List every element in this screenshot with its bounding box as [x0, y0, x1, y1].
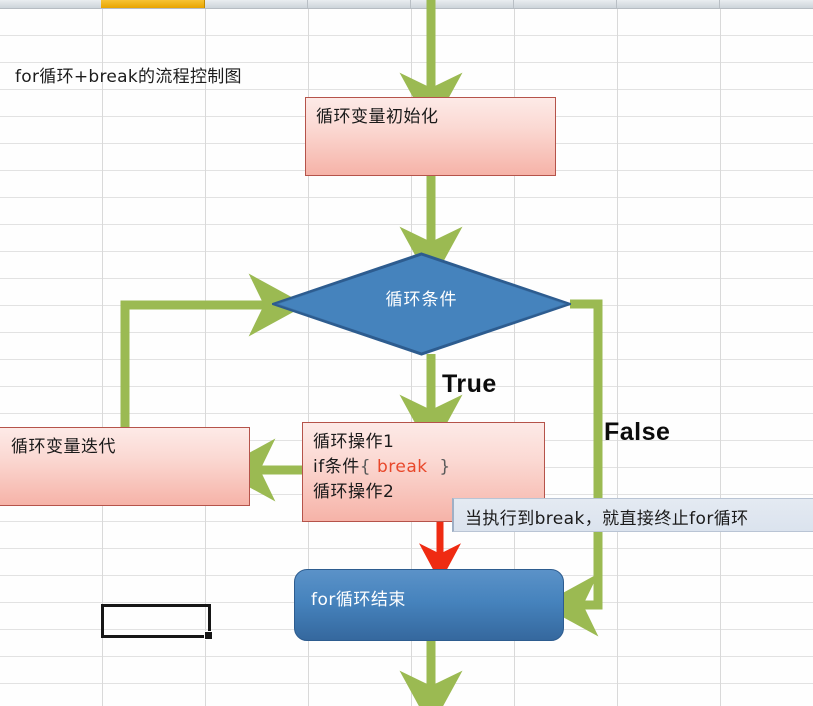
- node-loop-iterate-label: 循环变量迭代: [11, 437, 116, 457]
- node-loop-init[interactable]: 循环变量初始化: [305, 97, 556, 176]
- break-annotation-callout[interactable]: 当执行到break，就直接终止for循环: [452, 498, 813, 532]
- column-header-cell[interactable]: [204, 0, 308, 8]
- node-loop-iterate[interactable]: 循环变量迭代: [0, 427, 250, 506]
- edge-label-false: False: [604, 418, 671, 446]
- node-loop-body-line3: 循环操作2: [313, 482, 395, 502]
- node-for-loop-end-label: for循环结束: [311, 590, 406, 610]
- column-header-row: [0, 0, 813, 9]
- column-header-cell[interactable]: [513, 0, 617, 8]
- edge-label-true: True: [442, 370, 497, 398]
- break-keyword: break: [376, 457, 428, 477]
- column-header-cell-selected[interactable]: [101, 0, 205, 8]
- column-header-cell[interactable]: [0, 0, 102, 8]
- if-condition-text: if条件: [313, 457, 360, 477]
- break-annotation-text: 当执行到break，就直接终止for循环: [465, 509, 749, 529]
- node-loop-condition[interactable]: 循环条件: [272, 252, 571, 356]
- column-header-cell[interactable]: [307, 0, 411, 8]
- chart-caption: for循环+break的流程控制图: [15, 67, 242, 87]
- column-header-cell[interactable]: [410, 0, 514, 8]
- brace-close: }: [439, 457, 451, 477]
- node-loop-body-line1: 循环操作1: [313, 432, 395, 452]
- selected-cell[interactable]: [101, 604, 213, 640]
- column-header-cell[interactable]: [719, 0, 813, 8]
- node-loop-init-label: 循环变量初始化: [316, 107, 439, 127]
- column-header-cell[interactable]: [616, 0, 720, 8]
- node-loop-body-text: 循环操作1 if条件{ break } 循环操作2: [313, 430, 538, 505]
- fill-handle[interactable]: [204, 631, 213, 640]
- node-for-loop-end[interactable]: for循环结束: [294, 569, 564, 641]
- brace-open: {: [359, 457, 372, 477]
- node-loop-body-line2: if条件{ break }: [313, 455, 538, 480]
